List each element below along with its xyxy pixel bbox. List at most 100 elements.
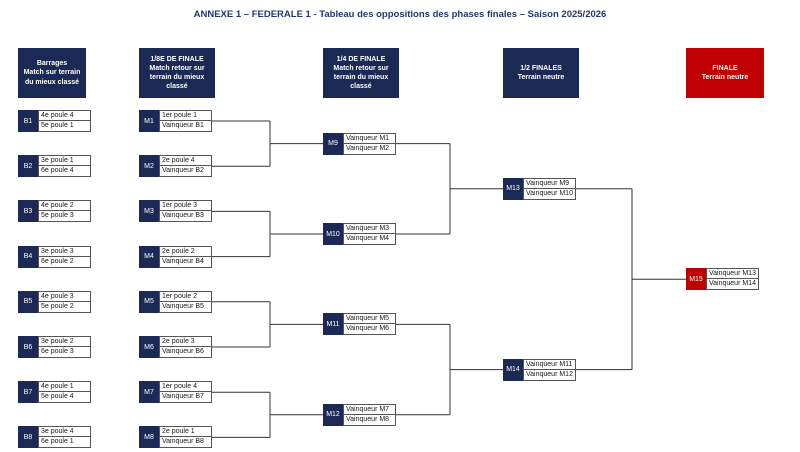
team-slot: 4e poule 2 (38, 200, 91, 212)
team-slot: Vainqueur M14 (706, 279, 759, 291)
match-code: M5 (139, 290, 159, 313)
header-label: 1/2 FINALES Terrain neutre (517, 64, 565, 81)
team-slot: Vainqueur B7 (159, 392, 212, 404)
match-code: B7 (18, 381, 38, 404)
match-code: M2 (139, 155, 159, 178)
match-code: B4 (18, 245, 38, 268)
team-slot: 2e poule 4 (159, 155, 212, 167)
match-code: B3 (18, 200, 38, 223)
team-slot: 6e poule 1 (38, 437, 91, 449)
header-label: 1/4 DE FINALE Match retour sur terrain d… (333, 55, 389, 91)
header-label: FINALE Terrain neutre (701, 64, 749, 81)
team-slot: 3e poule 4 (38, 426, 91, 438)
team-slot: Vainqueur M1 (343, 132, 396, 144)
team-slot: 3e poule 2 (38, 336, 91, 347)
team-slot: 4e poule 1 (38, 381, 91, 393)
team-slot: 3e poule 3 (38, 245, 91, 257)
match-code: M7 (139, 381, 159, 404)
team-slot: Vainqueur M11 (523, 358, 576, 370)
team-slot: 1er poule 3 (159, 200, 212, 212)
match-code: M9 (323, 132, 343, 155)
team-slot: 6e poule 4 (38, 166, 91, 178)
team-slot: 1er poule 2 (159, 290, 212, 302)
team-slot: Vainqueur M2 (343, 143, 396, 155)
match-code: B8 (18, 426, 38, 449)
match-code: M12 (323, 403, 343, 426)
match-code: M3 (139, 200, 159, 223)
team-slot: Vainqueur M8 (343, 414, 396, 426)
match-code: M14 (503, 358, 523, 381)
header-label: Barrages Match sur terrain du mieux clas… (23, 60, 81, 86)
team-slot: Vainqueur M10 (523, 188, 576, 200)
team-slot: Vainqueur B2 (159, 166, 212, 178)
team-slot: Vainqueur B5 (159, 301, 212, 313)
team-slot: Vainqueur M13 (706, 268, 759, 280)
match-code: M1 (139, 110, 159, 132)
team-slot: Vainqueur B8 (159, 437, 212, 449)
team-slot: Vainqueur M7 (343, 403, 396, 415)
team-slot: Vainqueur M12 (523, 369, 576, 381)
team-slot: Vainqueur M9 (523, 177, 576, 189)
team-slot: 3e poule 1 (38, 155, 91, 167)
team-slot: Vainqueur B6 (159, 347, 212, 358)
match-code: B6 (18, 336, 38, 358)
team-slot: 2e poule 2 (159, 245, 212, 257)
match-code: M15 (686, 268, 706, 291)
team-slot: 4e poule 4 (38, 110, 91, 121)
team-slot: Vainqueur M3 (343, 223, 396, 234)
team-slot: 6e poule 3 (38, 347, 91, 358)
match-code: M11 (323, 313, 343, 336)
team-slot: Vainqueur M6 (343, 324, 396, 336)
team-slot: Vainqueur B3 (159, 211, 212, 223)
match-code: M8 (139, 426, 159, 449)
team-slot: 4e poule 3 (38, 290, 91, 302)
team-slot: 2e poule 1 (159, 426, 212, 438)
match-code: M6 (139, 336, 159, 358)
header-demies: 1/2 FINALES Terrain neutre (503, 48, 579, 98)
header-quarts: 1/4 DE FINALE Match retour sur terrain d… (323, 48, 399, 98)
team-slot: 5e poule 2 (38, 301, 91, 313)
team-slot: 1er poule 4 (159, 381, 212, 393)
team-slot: Vainqueur B1 (159, 121, 212, 132)
header-barrages: Barrages Match sur terrain du mieux clas… (18, 48, 86, 98)
team-slot: 5e poule 1 (38, 121, 91, 132)
page-title: ANNEXE 1 – FEDERALE 1 - Tableau des oppo… (193, 9, 607, 20)
